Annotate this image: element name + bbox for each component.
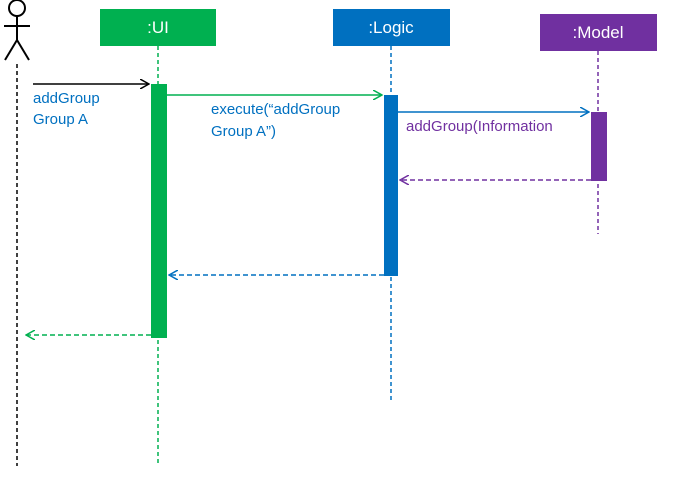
logic-activation-bar [384,95,398,276]
logic-participant-label: :Logic [368,18,414,37]
logic-participant-box [333,9,450,46]
model-activation-bar [591,112,607,181]
ui-activation-bar [151,84,167,338]
message-label-execute-line2: Group A”) [211,123,276,140]
actor-stick-figure-icon [4,0,30,61]
model-participant-label: :Model [572,23,623,42]
message-label-add-group-line1: addGroup [33,90,100,107]
ui-participant-label: :UI [147,18,169,37]
message-label-add-group-line2: Group A [33,111,88,128]
model-participant-box [540,14,657,51]
message-label-execute-line1: execute(“addGroup [211,101,340,118]
message-label-add-group-information: addGroup(Information [406,118,553,135]
ui-participant-box [100,9,216,46]
